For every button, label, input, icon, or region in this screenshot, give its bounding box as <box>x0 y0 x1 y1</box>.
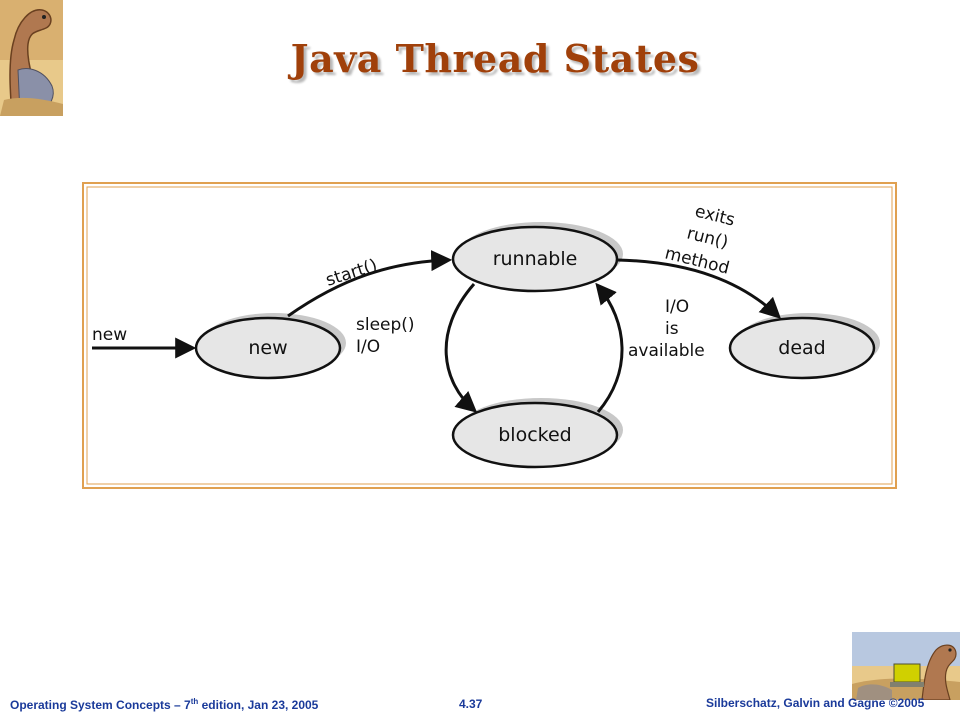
slide-title: Java Thread States <box>290 36 700 81</box>
footer-page-number: 4.37 <box>459 697 483 711</box>
arrow-new-to-runnable <box>287 250 453 318</box>
label-sleep-1: sleep() <box>356 315 415 335</box>
thread-state-diagram: new new runnable blocked dead start() sl… <box>82 182 897 489</box>
label-io-1: I/O <box>665 297 689 317</box>
dinosaur-logo-top <box>0 0 63 116</box>
footer-course-info: Operating System Concepts – 7th edition,… <box>10 697 319 712</box>
state-new-label: new <box>248 337 287 359</box>
footer-copyright: Silberschatz, Galvin and Gagne ©2005 <box>706 696 925 710</box>
state-blocked: blocked <box>451 398 623 469</box>
state-dead-label: dead <box>778 337 825 359</box>
state-runnable: runnable <box>451 222 623 293</box>
state-new: new <box>194 313 346 380</box>
entry-label: new <box>92 325 127 345</box>
arrow-runnable-to-dead <box>617 258 782 319</box>
state-runnable-label: runnable <box>493 248 578 270</box>
arrow-runnable-to-blocked <box>444 283 478 413</box>
state-blocked-label: blocked <box>498 424 572 446</box>
label-io-2: is <box>665 319 679 339</box>
state-dead: dead <box>728 313 880 380</box>
arrow-blocked-to-runnable <box>595 282 624 413</box>
label-sleep-2: I/O <box>356 337 380 357</box>
dinosaur-logo-bottom <box>852 632 960 700</box>
label-io-3: available <box>628 341 705 361</box>
